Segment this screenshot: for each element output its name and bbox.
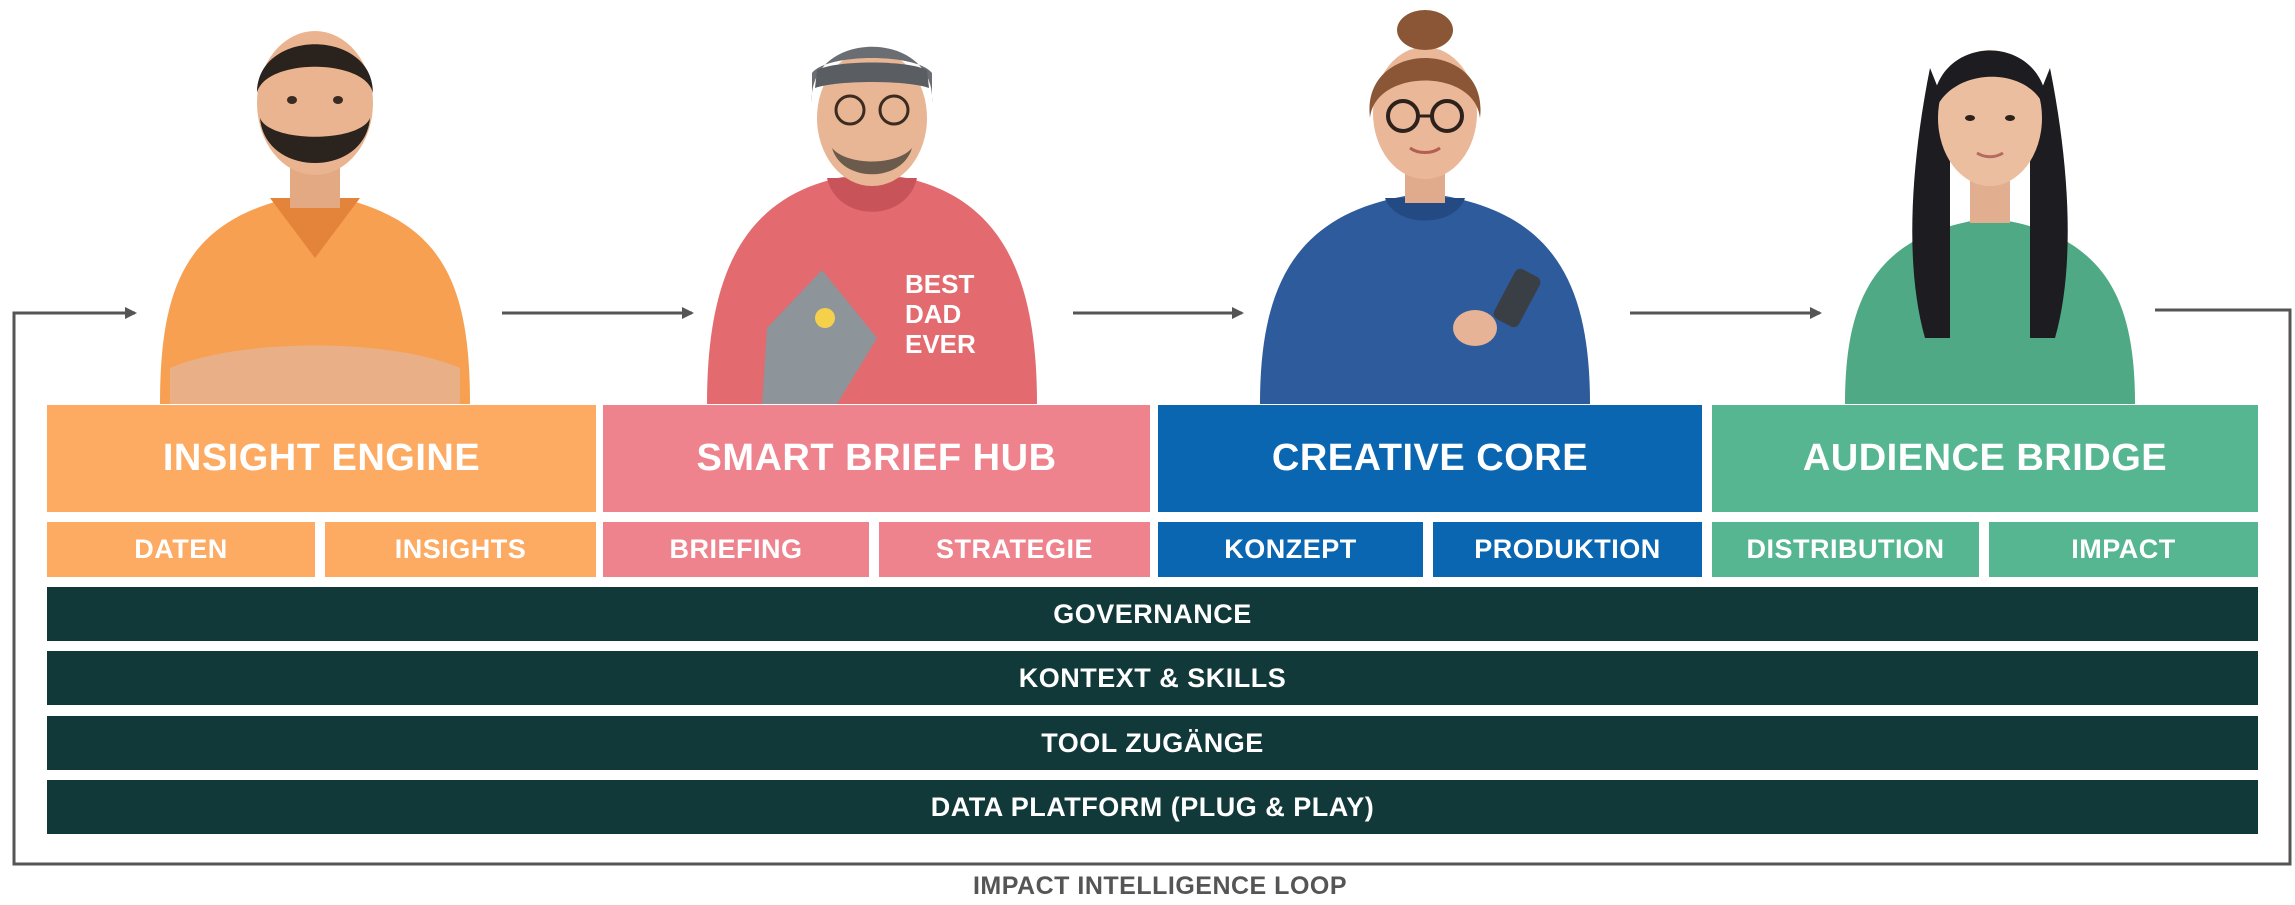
module-insight-engine-title: INSIGHT ENGINE (47, 405, 596, 512)
woman-green-top-icon (1845, 50, 2135, 404)
persona-insight-engine (150, 8, 480, 404)
sub-produktion: PRODUKTION (1433, 522, 1702, 577)
sub-distribution: DISTRIBUTION (1712, 522, 1979, 577)
sub-strategie: STRATEGIE (879, 522, 1150, 577)
sub-daten: DATEN (47, 522, 315, 577)
module-smart-brief-hub-title: SMART BRIEF HUB (603, 405, 1150, 512)
bearded-man-icon (160, 31, 470, 404)
persona-audience-bridge (1825, 8, 2155, 404)
layer-data-platform: DATA PLATFORM (PLUG & PLAY) (47, 780, 2258, 834)
sub-impact: IMPACT (1989, 522, 2258, 577)
hoodie-text-line2: DAD (905, 299, 961, 329)
layer-tool-zugaenge: TOOL ZUGÄNGE (47, 716, 2258, 770)
hoodie-text-line3: EVER (905, 329, 976, 359)
sub-insights: INSIGHTS (325, 522, 596, 577)
layer-kontext-skills: KONTEXT & SKILLS (47, 651, 2258, 705)
persona-creative-core (1260, 8, 1590, 404)
man-beanie-icon: BEST DAD EVER (707, 46, 1037, 404)
loop-label: IMPACT INTELLIGENCE LOOP (972, 872, 1348, 900)
hoodie-text-line1: BEST (905, 269, 974, 299)
sub-briefing: BRIEFING (603, 522, 869, 577)
woman-glasses-icon (1260, 10, 1590, 404)
sub-konzept: KONZEPT (1158, 522, 1423, 577)
loop-return-line (12, 307, 2292, 866)
layer-governance: GOVERNANCE (47, 587, 2258, 641)
module-audience-bridge-title: AUDIENCE BRIDGE (1712, 405, 2258, 512)
persona-smart-brief-hub: BEST DAD EVER (707, 8, 1037, 404)
module-creative-core-title: CREATIVE CORE (1158, 405, 1702, 512)
